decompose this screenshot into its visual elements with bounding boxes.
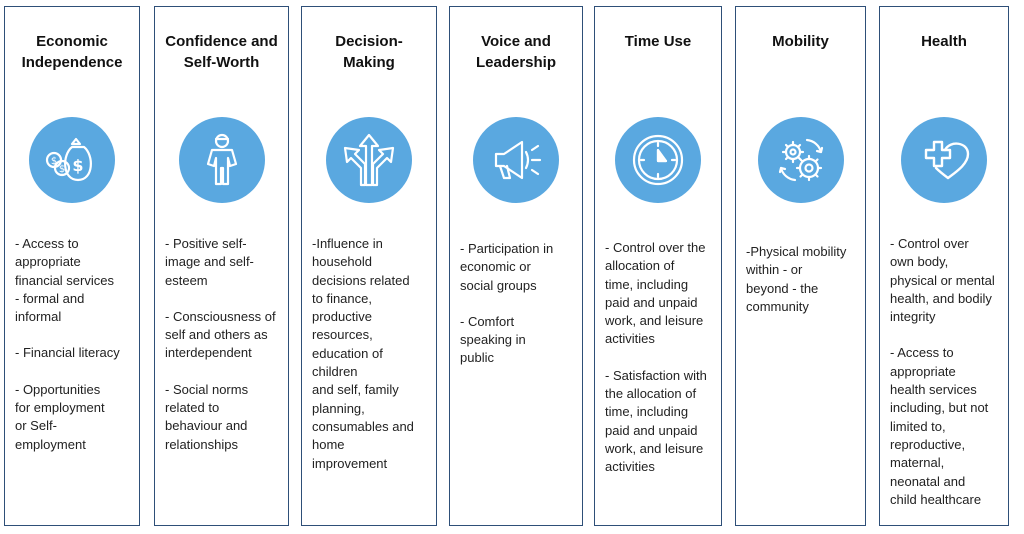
health-cross-heart-icon [901,117,987,203]
money-bags-icon: $ $ $ [29,117,115,203]
svg-text:$: $ [72,156,83,175]
list-item: -Influence in household decisions relate… [312,236,414,471]
list-item: - Satisfaction with the allocation of ti… [605,367,707,475]
list-item: - Control over own body, physical or men… [890,236,995,325]
list-item: - Access to appropriate financial servic… [15,236,114,325]
column-body: - Access to appropriate financial servic… [15,235,133,454]
column-economic-independence: Economic Independence $ $ $ - Access to … [4,6,140,526]
column-title: Mobility [772,33,829,50]
column-body: - Control over own body, physical or men… [890,235,1002,509]
gears-icon [757,117,844,203]
list-item: - Participation in economic or social gr… [460,241,554,293]
column-voice-leadership: Voice and Leadership - Participation in … [449,6,583,526]
column-health: Health - Control over own body, physical… [879,6,1009,526]
column-confidence-self-worth: Confidence and Self-Worth - Positive sel… [154,6,289,526]
svg-text:$: $ [59,164,65,175]
list-item: - Opportunities for employment or Self- … [15,381,105,452]
svg-text:$: $ [51,156,57,167]
column-title: Confidence and Self-Worth [165,33,278,71]
list-item: - Comfort speaking in public [460,313,526,366]
column-mobility: Mobility -Physical mobility within - or … [735,6,866,526]
column-body: - Participation in economic or social gr… [460,240,576,368]
column-time-use: Time Use - Control over the allocation o… [594,6,722,526]
column-body: - Control over the allocation of time, i… [605,239,715,477]
column-title: Health [921,33,967,50]
list-item: - Access to appropriate health services … [890,345,989,507]
column-title: Economic Independence [21,33,123,71]
column-body: - Positive self- image and self- esteem … [165,235,282,454]
list-item: - Financial literacy [15,345,120,361]
person-icon [178,117,265,203]
column-body: -Physical mobility within - or beyond - … [746,243,859,316]
column-title: Time Use [624,33,692,50]
clock-icon [615,117,701,203]
column-title: Voice and Leadership [475,33,557,71]
column-decision-making: Decision- Making -Influence in household… [301,6,437,526]
list-item: - Control over the allocation of time, i… [605,240,706,347]
list-item: - Social norms related to behaviour and … [165,381,249,452]
column-body: -Influence in household decisions relate… [312,235,430,473]
list-item: - Positive self- image and self- esteem [165,236,254,288]
list-item: - Consciousness of self and others as in… [165,308,276,361]
column-title: Decision- Making [335,33,403,71]
list-item: -Physical mobility within - or beyond - … [746,244,847,314]
diverging-arrows-icon [326,117,412,203]
megaphone-icon [473,117,559,203]
